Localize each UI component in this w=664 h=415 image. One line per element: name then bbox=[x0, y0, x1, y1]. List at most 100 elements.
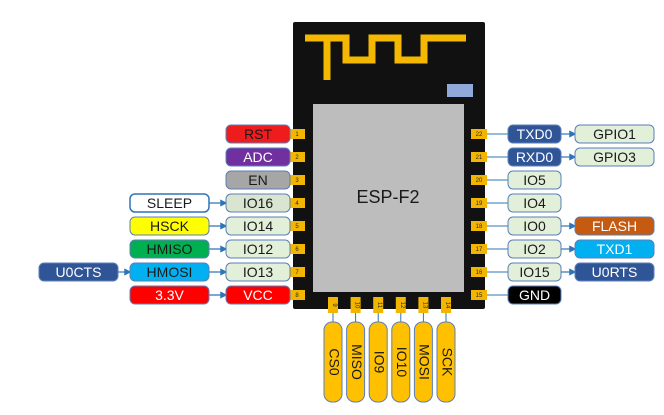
pin-label-hmosi-text: HMOSI bbox=[147, 264, 193, 280]
pin-number-21: 21 bbox=[476, 155, 483, 161]
pin-pad-1 bbox=[289, 129, 305, 139]
pin-label-3-3v-box bbox=[129, 285, 210, 305]
pin-label-hsck-text: HSCK bbox=[150, 218, 190, 234]
led-indicator bbox=[447, 84, 473, 97]
antenna-trace-icon bbox=[305, 34, 466, 80]
pin-label-io4-box bbox=[507, 193, 562, 213]
pin-label-io15-text: IO15 bbox=[519, 264, 550, 280]
bottom-label-box bbox=[391, 321, 411, 403]
pin-pad-16 bbox=[471, 267, 487, 277]
pin-label-io16: IO16 bbox=[225, 193, 291, 213]
pin-number-17: 17 bbox=[476, 247, 483, 253]
pin-label-txd1: TXD1 bbox=[574, 239, 655, 259]
pin-pad-14 bbox=[441, 297, 451, 313]
pin-label-u0rts: U0RTS bbox=[574, 262, 655, 282]
pin-label-gnd: GND bbox=[507, 285, 562, 305]
pin-label-io14-box bbox=[225, 216, 291, 236]
pin-number-4: 4 bbox=[295, 201, 299, 207]
bottom-label-box bbox=[436, 321, 456, 403]
pin-number-9: 9 bbox=[331, 303, 337, 307]
pin-label-io12-box bbox=[225, 239, 291, 259]
chip-name: ESP-F2 bbox=[356, 187, 419, 207]
pin-number-10: 10 bbox=[354, 302, 360, 309]
pin-label-gpio1-box bbox=[574, 124, 655, 144]
pin-number-22: 22 bbox=[476, 132, 483, 138]
pin-label-sleep-box bbox=[129, 193, 210, 213]
pin-label-gnd-text: GND bbox=[519, 287, 550, 303]
pin-number-8: 8 bbox=[295, 293, 299, 299]
pin-pad-20 bbox=[471, 175, 487, 185]
pin-number-16: 16 bbox=[476, 270, 483, 276]
pin-label-en: EN bbox=[225, 170, 291, 190]
bottom-label-box bbox=[368, 321, 388, 403]
pin-pad-21 bbox=[471, 152, 487, 162]
pin-number-3: 3 bbox=[295, 178, 299, 184]
pin-label-io0-text: IO0 bbox=[523, 218, 546, 234]
pin-label-io2-box bbox=[507, 239, 562, 259]
pin-label-u0cts-box bbox=[38, 262, 119, 282]
pin-pad-17 bbox=[471, 244, 487, 254]
pin-pad-22 bbox=[471, 129, 487, 139]
pin-label-io5: IO5 bbox=[507, 170, 562, 190]
bottom-label-text: IO9 bbox=[371, 351, 387, 374]
pin-label-gpio1-text: GPIO1 bbox=[593, 126, 636, 142]
bottom-label-box bbox=[413, 321, 433, 403]
pin-number-11: 11 bbox=[376, 302, 382, 309]
pin-label-hsck: HSCK bbox=[129, 216, 210, 236]
pin-label-mosi: MOSI bbox=[413, 321, 433, 403]
pin-number-20: 20 bbox=[476, 178, 483, 184]
pin-label-adc-text: ADC bbox=[243, 149, 273, 165]
pin-pad-6 bbox=[289, 244, 305, 254]
pin-number-5: 5 bbox=[295, 224, 299, 230]
pin-pad-10 bbox=[350, 297, 361, 313]
pin-label-io12-text: IO12 bbox=[243, 241, 274, 257]
pin-label-rst-box bbox=[225, 124, 291, 144]
pin-label-txd0-box bbox=[507, 124, 562, 144]
pin-label-gpio1: GPIO1 bbox=[574, 124, 655, 144]
pin-label-io0-box bbox=[507, 216, 562, 236]
pin-label-io15-box bbox=[507, 262, 562, 282]
pin-label-io0: IO0 bbox=[507, 216, 562, 236]
pin-label-hsck-box bbox=[129, 216, 210, 236]
pin-label-gpio3: GPIO3 bbox=[574, 147, 655, 167]
pin-label-io9: IO9 bbox=[368, 321, 388, 403]
pin-pad-2 bbox=[289, 152, 305, 162]
pin-label-flash-box bbox=[574, 216, 655, 236]
pin-pad-3 bbox=[289, 175, 305, 185]
pin-label-cs0: CS0 bbox=[323, 321, 343, 403]
bottom-label-text: CS0 bbox=[326, 348, 342, 375]
pin-number-18: 18 bbox=[476, 224, 483, 230]
pin-label-hmosi: HMOSI bbox=[129, 262, 210, 282]
pin-pad-9 bbox=[328, 297, 338, 313]
pin-label-3-3v-text: 3.3V bbox=[155, 287, 184, 303]
pin-label-io13-box bbox=[225, 262, 291, 282]
pin-label-hmosi-box bbox=[129, 262, 210, 282]
pin-label-vcc-text: VCC bbox=[243, 287, 273, 303]
pin-label-txd1-text: TXD1 bbox=[597, 241, 633, 257]
pin-label-io4: IO4 bbox=[507, 193, 562, 213]
pin-label-u0cts: U0CTS bbox=[38, 262, 119, 282]
metal-shield bbox=[313, 104, 464, 292]
pin-pad-18 bbox=[471, 221, 487, 231]
pin-pad-12 bbox=[395, 297, 406, 313]
pin-label-txd0-text: TXD0 bbox=[517, 126, 553, 142]
pin-pad-8 bbox=[289, 290, 305, 300]
pin-pad-13 bbox=[418, 297, 429, 313]
pin-label-rxd0: RXD0 bbox=[507, 147, 562, 167]
pin-label-adc-box bbox=[225, 147, 291, 167]
pin-label-io13-text: IO13 bbox=[243, 264, 274, 280]
pin-number-15: 15 bbox=[476, 293, 483, 299]
pin-label-gpio3-box bbox=[574, 147, 655, 167]
pin-label-sleep-text: SLEEP bbox=[147, 195, 192, 211]
pin-label-3-3v: 3.3V bbox=[129, 285, 210, 305]
pin-pad-11 bbox=[373, 297, 384, 313]
pin-pad-4 bbox=[289, 198, 305, 208]
pin-label-io10: IO10 bbox=[391, 321, 411, 403]
pin-number-1: 1 bbox=[295, 132, 299, 138]
pin-label-rxd0-text: RXD0 bbox=[516, 149, 554, 165]
pin-label-hmiso: HMISO bbox=[129, 239, 210, 259]
pin-label-vcc-box bbox=[225, 285, 291, 305]
pin-label-adc: ADC bbox=[225, 147, 291, 167]
